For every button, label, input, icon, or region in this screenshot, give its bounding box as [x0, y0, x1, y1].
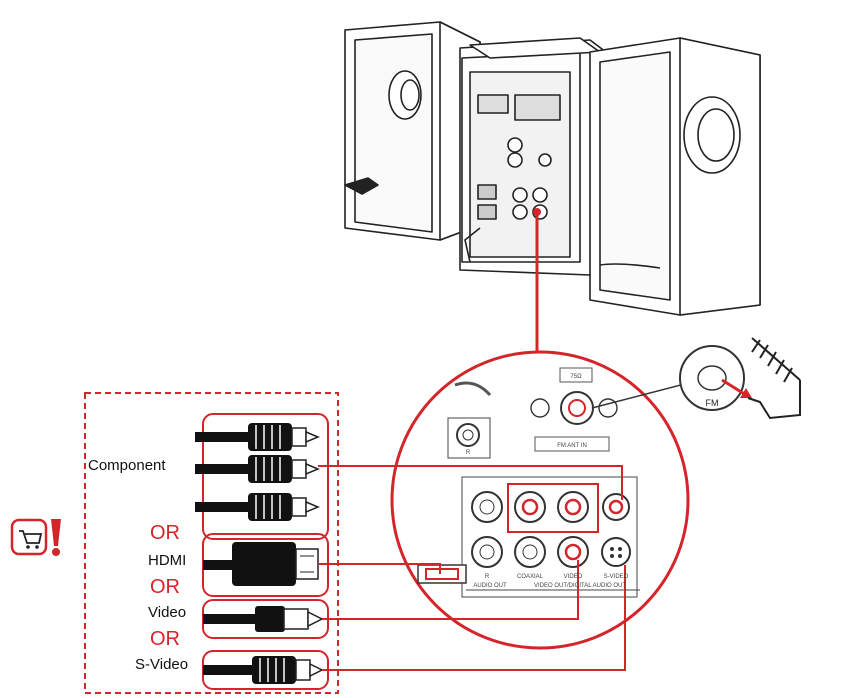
- component-label: Component: [88, 457, 166, 474]
- right-speaker: [589, 37, 761, 316]
- component-group-box: [202, 413, 329, 540]
- rear-panel-zoom: [390, 350, 690, 650]
- component-cable-pr: [195, 493, 320, 521]
- or-label-2: OR: [150, 576, 180, 598]
- audio-out-label: AUDIO OUT: [473, 583, 507, 589]
- svideo-label: S-Video: [135, 656, 189, 673]
- fm-terminal-left: [530, 398, 550, 418]
- video-jack-label: VIDEO: [564, 574, 583, 580]
- fm-antenna-callout: [591, 337, 801, 420]
- coaxial-label: COAXIAL: [517, 574, 544, 580]
- stereo-system: [344, 21, 761, 316]
- exclamation-icon: [51, 519, 61, 556]
- ohm-label-box: [559, 367, 593, 383]
- audio-r-label: R: [485, 574, 490, 580]
- svideo-wire: [322, 565, 626, 671]
- hdmi-cable: [203, 542, 319, 586]
- svideo-cable: [203, 656, 324, 684]
- component-cable-y: [195, 423, 320, 451]
- video-cable: [203, 606, 324, 632]
- video-wire: [322, 560, 579, 620]
- shopping-cart-icon: [10, 518, 48, 556]
- connection-lines: [318, 465, 626, 671]
- svideo-jack: [601, 537, 631, 567]
- fm-ant-in-label-box: [534, 436, 610, 452]
- component-wire: [318, 465, 623, 500]
- or-label-1: OR: [150, 522, 180, 544]
- zoom-origin-dot: [533, 208, 541, 216]
- svideo-jack-label: S-VIDEO: [604, 574, 629, 580]
- hdmi-wire: [318, 563, 441, 574]
- audio-in-r-label: R: [466, 450, 471, 456]
- fm-ant-in-label: FM ANT IN: [557, 443, 587, 449]
- cable-options-box: [84, 392, 339, 694]
- video-out-digital-audio-out-label: VIDEO OUT/DIGITAL AUDIO OUT: [534, 583, 626, 589]
- hdmi-label: HDMI: [148, 552, 187, 569]
- fm-terminal-right: [598, 398, 618, 418]
- main-unit: [459, 37, 611, 276]
- or-label-3: OR: [150, 628, 180, 650]
- ohm-label: 75Ω: [570, 374, 582, 380]
- fm-antenna: [747, 337, 801, 420]
- video-label: Video: [148, 604, 187, 621]
- component-cable-pb: [195, 455, 320, 483]
- fm-label: FM: [706, 398, 719, 408]
